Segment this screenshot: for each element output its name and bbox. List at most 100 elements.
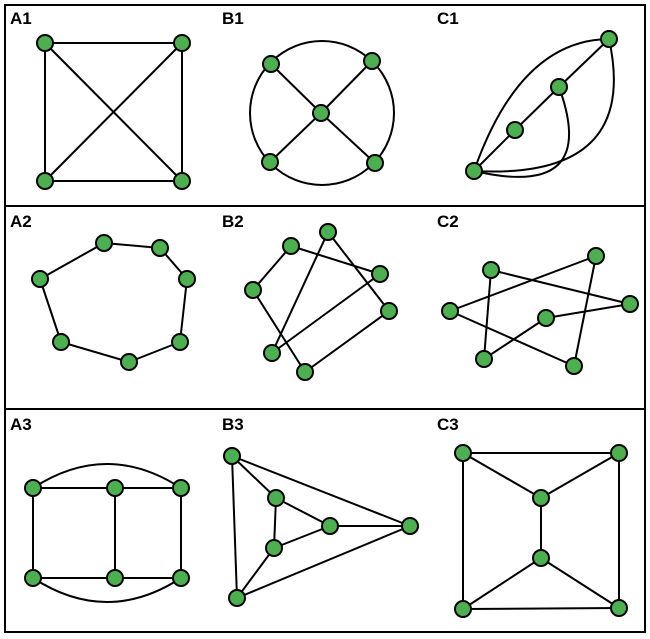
panel-label-a2: A2 [10,212,32,231]
edge-b1-0 [270,63,322,114]
node-a1-2 [36,172,54,190]
panel-b3: B3 [222,415,419,607]
panel-label-c2: C2 [437,212,459,231]
edge-c3-7 [462,557,542,610]
panel-label-a3: A3 [10,415,32,434]
node-b3-3 [401,517,419,535]
graph-c1 [465,30,618,180]
graph-a3 [24,463,190,603]
curved-edge-a3-0 [32,463,182,489]
node-a3-0 [24,479,42,497]
panel-c1: C1 [437,9,618,180]
panel-b1: B1 [222,9,395,186]
edge-b3-6 [231,455,277,499]
node-a1-1 [173,34,191,52]
edge-a2-4 [60,341,130,363]
edge-c1-1 [514,86,560,131]
edge-b2-4 [304,310,390,373]
panel-a2: A2 [10,212,196,371]
edge-b3-1 [236,525,411,599]
edge-c2-3 [483,269,492,360]
node-c2-5 [475,350,493,368]
panel-b2: B2 [222,212,398,381]
panel-a1: A1 [10,9,191,190]
panel-label-b2: B2 [222,212,244,231]
edge-c2-2 [483,317,547,360]
node-a2-3 [178,270,196,288]
node-a3-1 [106,479,124,497]
edge-c3-4 [462,452,542,499]
edge-b3-0 [231,455,411,527]
node-a1-0 [36,34,54,52]
graph-a2 [31,234,196,371]
node-b2-0 [282,237,300,255]
edge-b1-3 [320,112,376,164]
row-3: A3 B3 C3 [10,415,628,618]
node-a1-3 [173,172,191,190]
graph-b2 [244,223,398,381]
node-a2-0 [95,234,113,252]
edge-a2-0 [103,242,161,249]
edge-c2-6 [449,310,575,367]
node-b1-4 [366,154,384,172]
node-b2-3 [371,265,389,283]
node-c3-1 [610,444,628,462]
node-c2-6 [565,357,583,375]
node-b1-2 [312,104,330,122]
node-b3-4 [265,539,283,557]
node-a3-2 [172,479,190,497]
edge-b2-6 [252,245,292,291]
node-a2-1 [151,239,169,257]
edge-c2-4 [449,255,597,312]
node-c2-4 [537,309,555,327]
node-c2-3 [621,295,639,313]
node-c1-1 [550,78,568,96]
edge-c3-2 [462,607,620,610]
node-b2-2 [244,281,262,299]
panel-c3: C3 [437,415,628,618]
node-c3-4 [454,600,472,618]
edge-c2-0 [490,269,631,305]
node-c3-2 [532,489,550,507]
panel-label-b1: B1 [222,9,244,28]
node-a3-4 [106,569,124,587]
node-c3-3 [532,549,550,567]
node-a2-4 [52,333,70,351]
graph-a1 [36,34,191,190]
edge-c3-8 [540,557,620,609]
node-b2-1 [319,223,337,241]
node-a2-6 [120,353,138,371]
node-a2-2 [31,270,49,288]
edge-a2-3 [128,341,181,363]
graph-c3 [454,444,628,618]
node-c2-0 [482,261,500,279]
edge-a2-2 [179,278,188,343]
edge-b3-2 [231,455,238,599]
edge-a2-5 [39,278,62,343]
outer-frame [4,4,646,633]
edge-b3-4 [273,525,331,549]
node-b2-5 [263,344,281,362]
graph-c2 [441,247,639,375]
node-b3-0 [223,447,241,465]
panel-label-c1: C1 [437,9,459,28]
curved-edge-c1-2 [473,86,570,178]
node-b1-3 [261,153,279,171]
panel-a3: A3 [10,415,190,603]
row-2: A2 B2 C2 [10,212,639,381]
node-c2-1 [587,247,605,265]
edge-a1-5 [44,42,183,182]
node-b1-1 [363,52,381,70]
panel-label-a1: A1 [10,9,32,28]
outer-circle-b1 [249,40,395,186]
edge-b2-3 [327,231,390,312]
node-b1-0 [262,55,280,73]
node-a2-5 [171,333,189,351]
curved-edge-c1-0 [473,38,610,172]
row-1: A1 B1 C1 [10,9,618,190]
panel-c2: C2 [437,212,639,375]
node-c1-2 [506,121,524,139]
edge-a2-6 [39,242,105,280]
node-c3-5 [610,599,628,617]
